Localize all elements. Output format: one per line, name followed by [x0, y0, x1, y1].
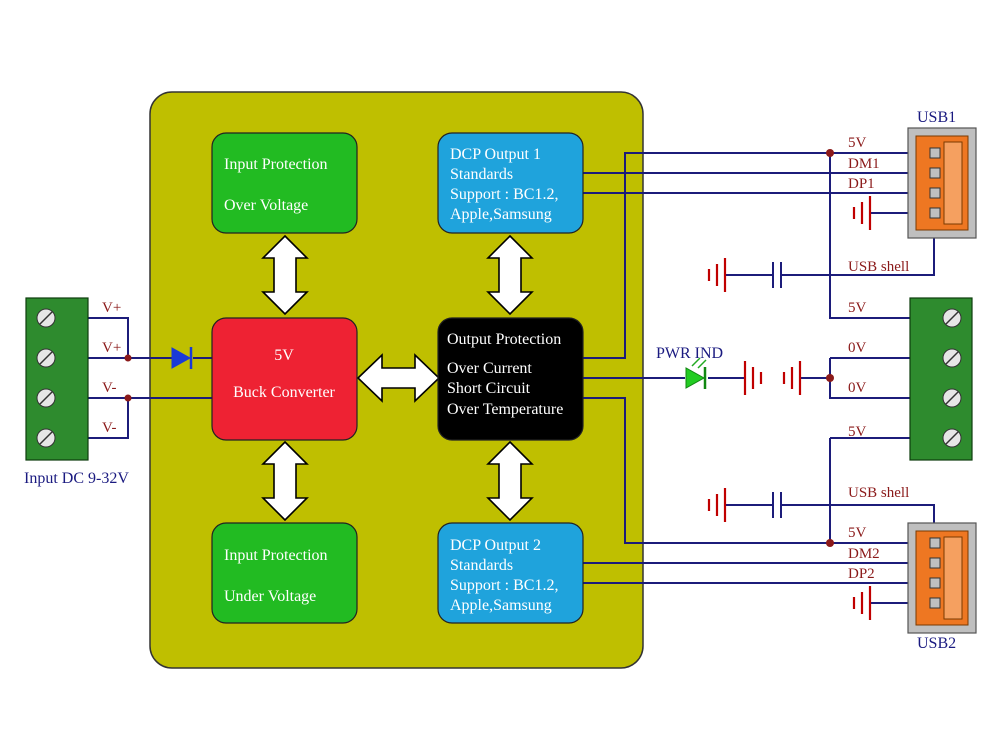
block-text: Buck Converter: [233, 384, 335, 401]
diode-icon: [171, 347, 193, 369]
block-text: Over Temperature: [447, 401, 563, 418]
usb1-title: USB1: [917, 109, 956, 126]
pin-label: 0V: [848, 380, 867, 396]
block-text: Support : BC1.2,: [450, 186, 558, 203]
block-text: Input Protection: [224, 156, 328, 173]
block-text: DCP Output 2: [450, 537, 541, 554]
block-text: Short Circuit: [447, 380, 531, 397]
shell-label: USB shell: [848, 259, 909, 275]
pin-label: 5V: [848, 525, 867, 541]
pin-label: 0V: [848, 340, 867, 356]
block-text: Standards: [450, 557, 513, 574]
block-dcp-output-2: DCP Output 2 Standards Support : BC1.2, …: [437, 522, 584, 624]
block-text: Under Voltage: [224, 588, 316, 605]
pin-label: V-: [102, 420, 116, 436]
pin-label: V+: [102, 300, 121, 316]
input-terminal-block: V+ V+ V- V- Input DC 9-32V: [24, 297, 129, 487]
led-label: PWR IND: [656, 345, 723, 362]
input-terminal-caption: Input DC 9-32V: [24, 470, 129, 487]
usb2-connector: USB2 5V DM2 DP2 USB shell: [848, 485, 977, 652]
pin-label: V-: [102, 380, 116, 396]
block-text: Apple,Samsung: [450, 597, 552, 614]
ground-symbols: [707, 196, 872, 620]
block-text: Support : BC1.2,: [450, 577, 558, 594]
terminal-screw-icon: [36, 308, 56, 448]
double-arrows: [261, 234, 534, 522]
pin-label: DP1: [848, 176, 875, 192]
pin-label: V+: [102, 340, 121, 356]
block-text: Output Protection: [447, 331, 561, 348]
block-text: Over Current: [447, 360, 532, 377]
pin-label: DM1: [848, 156, 880, 172]
wiring: [60, 152, 935, 604]
block-dcp-output-1: DCP Output 1 Standards Support : BC1.2, …: [437, 132, 584, 234]
block-text: Over Voltage: [224, 197, 308, 214]
block-buck-converter: 5V Buck Converter: [211, 317, 358, 441]
block-text: Apple,Samsung: [450, 206, 552, 223]
terminal-screw-icon: [942, 308, 962, 448]
block-text: Input Protection: [224, 547, 328, 564]
block-input-protection-under: Input Protection Under Voltage: [211, 522, 358, 624]
pin-label: 5V: [848, 424, 867, 440]
shell-label: USB shell: [848, 485, 909, 501]
block-input-protection-over: Input Protection Over Voltage: [211, 132, 358, 234]
pin-label: DP2: [848, 566, 875, 582]
pin-label: 5V: [848, 300, 867, 316]
output-terminal-block: 5V 0V 0V 5V: [848, 297, 973, 461]
usb1-connector: USB1 5V DM1 DP1 USB shell: [848, 109, 977, 275]
led-icon: [685, 357, 707, 389]
pin-label: DM2: [848, 546, 880, 562]
block-text: DCP Output 1: [450, 146, 541, 163]
block-text: Standards: [450, 166, 513, 183]
block-text: 5V: [274, 347, 294, 364]
block-output-protection: Output Protection Over Current Short Cir…: [437, 317, 584, 441]
pin-label: 5V: [848, 135, 867, 151]
usb2-title: USB2: [917, 635, 956, 652]
junction-dots: [124, 149, 834, 547]
